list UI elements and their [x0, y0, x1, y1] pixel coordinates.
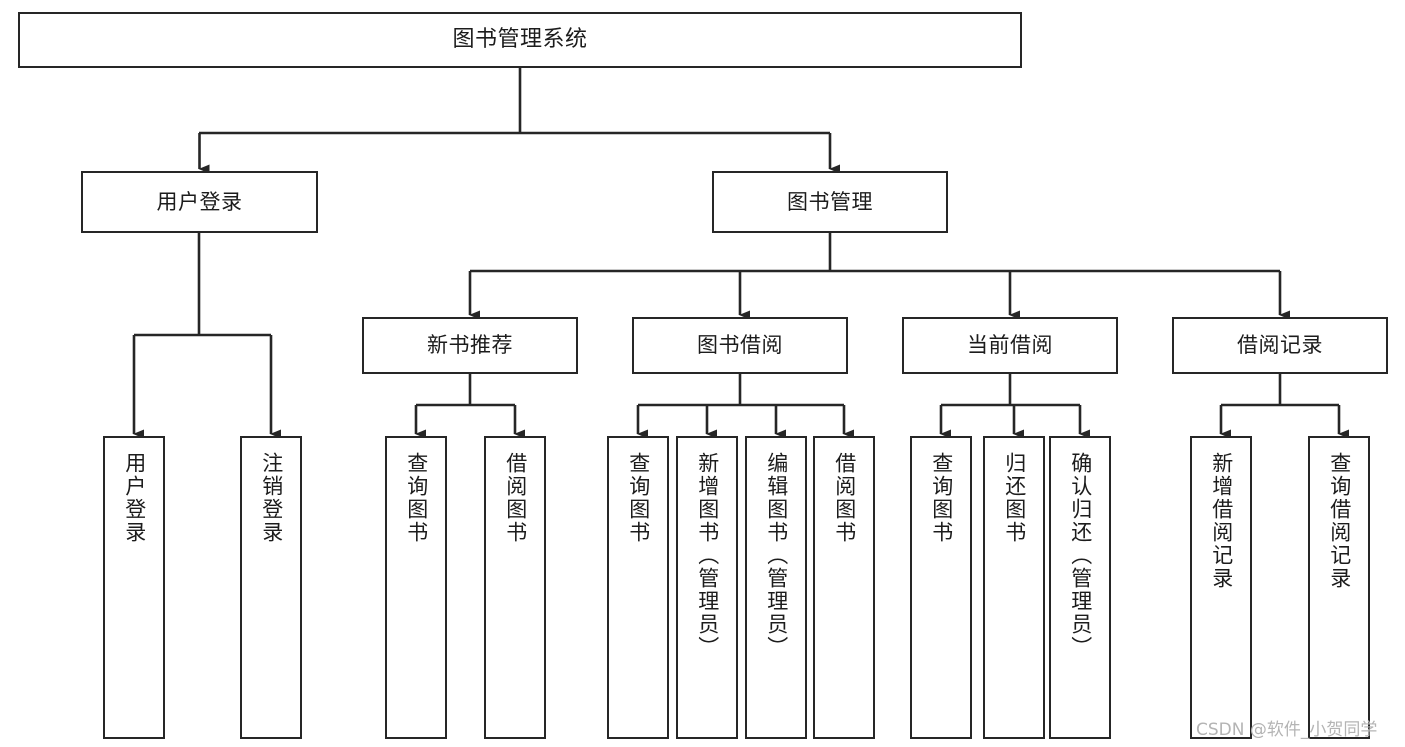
node-leaf-borrow-book: 借阅图书	[813, 436, 875, 739]
node-label: 借阅图书	[503, 452, 528, 544]
node-label: 新书推荐	[427, 333, 513, 358]
node-leaf-borrow-book-rec: 借阅图书	[484, 436, 546, 739]
node-label: 查询图书	[929, 452, 954, 544]
node-label: 用户登录	[122, 452, 147, 544]
node-label: 查询借阅记录	[1327, 452, 1352, 590]
node-leaf-user-logout: 注销登录	[240, 436, 302, 739]
node-leaf-query-borrow-record: 查询借阅记录	[1308, 436, 1370, 739]
node-label: 确认归还（管理员）	[1068, 452, 1093, 659]
node-root: 图书管理系统	[18, 12, 1022, 68]
node-leaf-query-book-rec: 查询图书	[385, 436, 447, 739]
node-book-manage: 图书管理	[712, 171, 948, 233]
node-book-borrow: 图书借阅	[632, 317, 848, 374]
node-label: 用户登录	[156, 189, 243, 214]
node-leaf-user-login: 用户登录	[103, 436, 165, 739]
node-label: 借阅图书	[832, 452, 857, 544]
node-label: 查询图书	[404, 452, 429, 544]
node-user-login: 用户登录	[81, 171, 318, 233]
node-current-borrow: 当前借阅	[902, 317, 1118, 374]
node-leaf-query-book-current: 查询图书	[910, 436, 972, 739]
node-new-book-rec: 新书推荐	[362, 317, 578, 374]
node-label: 借阅记录	[1237, 333, 1323, 358]
node-label: 查询图书	[626, 452, 651, 544]
node-label: 新增借阅记录	[1209, 452, 1234, 590]
node-borrow-record: 借阅记录	[1172, 317, 1388, 374]
node-leaf-add-book: 新增图书（管理员）	[676, 436, 738, 739]
node-label: 图书管理系统	[452, 27, 588, 53]
node-leaf-return-book: 归还图书	[983, 436, 1045, 739]
node-label: 归还图书	[1002, 452, 1027, 544]
node-label: 图书管理	[787, 189, 873, 214]
node-leaf-query-book-borrow: 查询图书	[607, 436, 669, 739]
node-label: 编辑图书（管理员）	[764, 452, 789, 659]
node-label: 当前借阅	[967, 333, 1053, 358]
node-leaf-add-borrow-record: 新增借阅记录	[1190, 436, 1252, 739]
node-label: 注销登录	[259, 452, 284, 544]
csdn-watermark: CSDN @软件_小贺同学	[1196, 720, 1378, 740]
node-leaf-edit-book: 编辑图书（管理员）	[745, 436, 807, 739]
node-label: 图书借阅	[697, 333, 783, 358]
node-label: 新增图书（管理员）	[695, 452, 720, 659]
node-leaf-confirm-return: 确认归还（管理员）	[1049, 436, 1111, 739]
